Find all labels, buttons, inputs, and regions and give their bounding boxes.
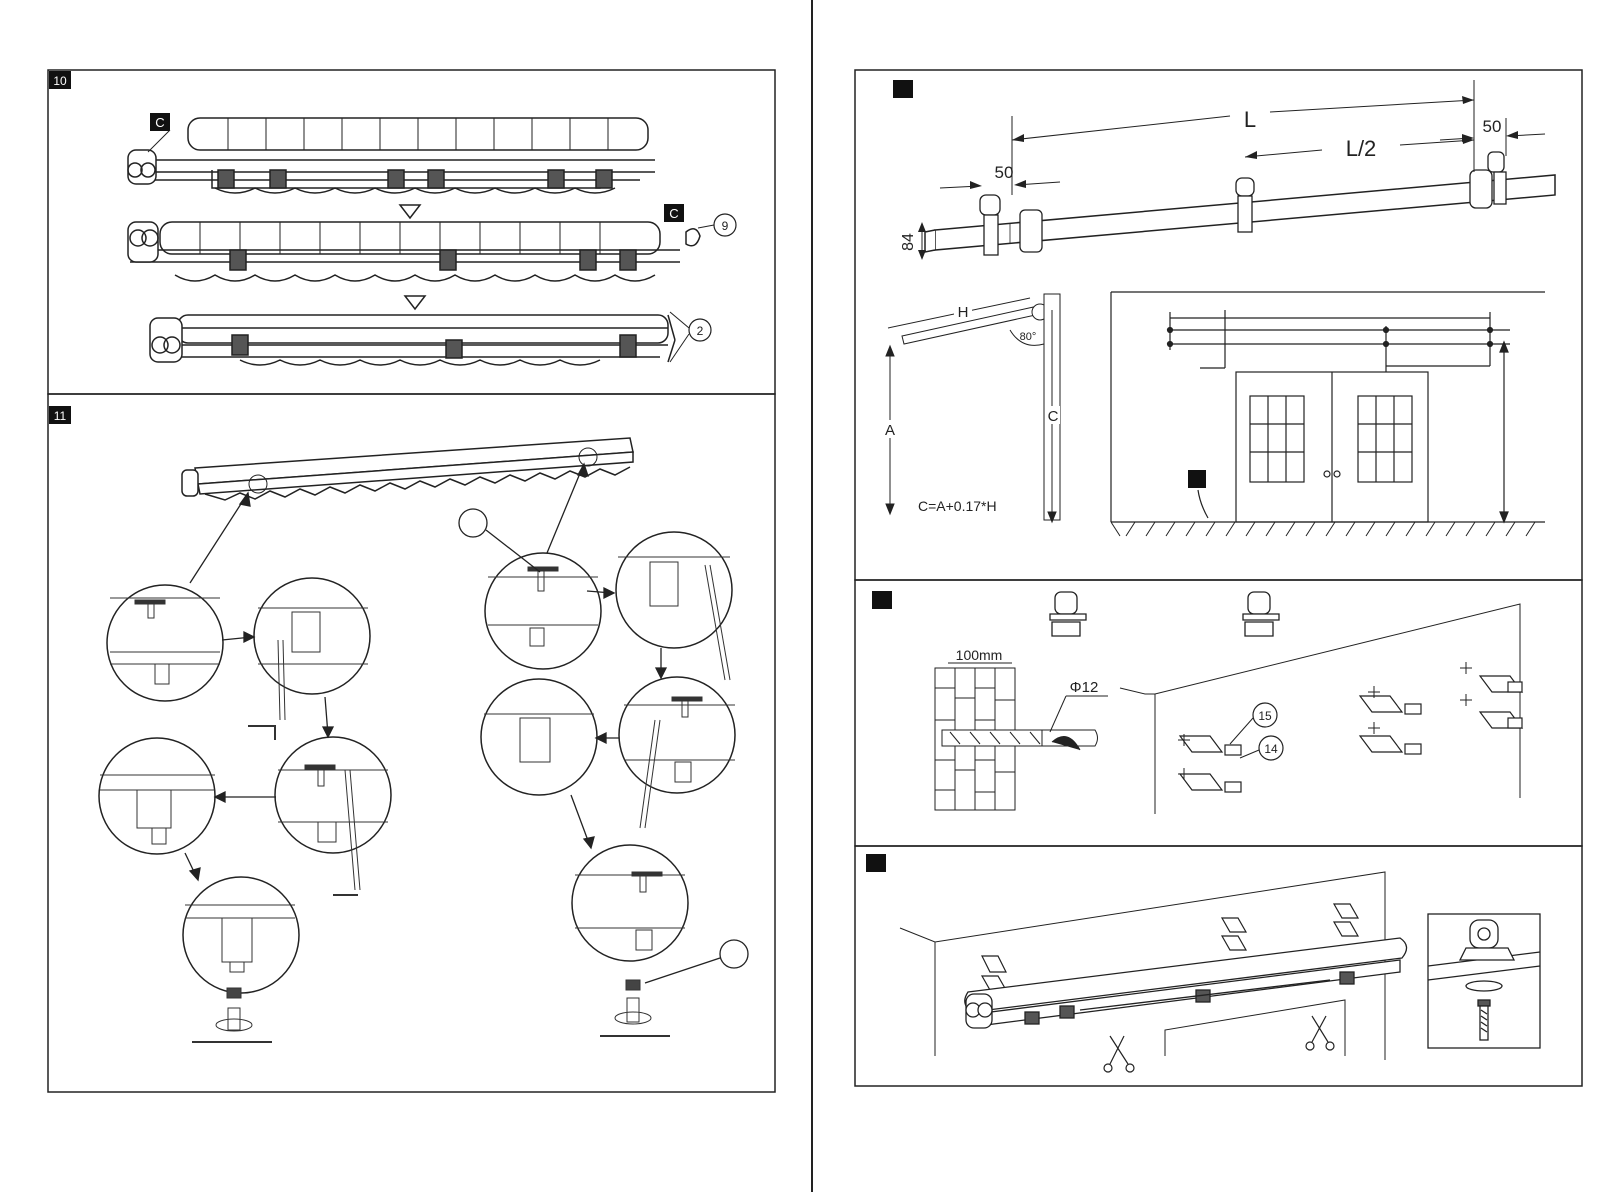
awning-cassette-assembled [182,438,633,500]
part-2-label: 2 [697,324,704,338]
callout-c-middle: C [669,206,678,221]
floor-reference-badge [1188,470,1206,488]
step-11-panel: 11 [48,394,775,1092]
label-angle: 80° [1020,331,1037,343]
step-brackets-panel: L L/2 50 50 84 [855,70,1582,580]
dim-84-arrow-bottom [918,250,926,260]
awning-cassette-2 [128,222,700,281]
dim-50-left-arrow [970,181,982,189]
awning-cassette-3 [150,315,675,365]
dim-L-line-right [1270,100,1474,112]
dim-50-right-arrow-b [1506,131,1518,139]
dim-50-right-label: 50 [1483,117,1502,136]
ref-circle-lower [720,940,748,968]
label-A: A [885,422,895,439]
dim-L-half-arrow-left [1245,151,1257,159]
dim-50-left-label: 50 [995,163,1014,182]
step-drill-badge [872,591,892,609]
dim-L-label: L [1244,107,1256,132]
bracket-right [1470,152,1506,208]
dim-L-arrow-right [1462,96,1474,104]
drill-markers [1178,662,1472,780]
callout-c-top: C [155,115,164,130]
bolt-detail-inset [1428,914,1540,1048]
wall-brackets [1180,676,1522,792]
awning-cassette-1 [128,118,655,193]
wall-perspective [1120,604,1520,814]
down-arrow-1 [400,205,420,218]
dim-phi12-leader [1050,696,1066,732]
mounted-cassette [965,938,1407,1028]
step-drill-panel: 100mm Φ12 15 14 [855,580,1582,846]
dim-84-label: 84 [900,233,917,251]
dim-L-arrow-left [1012,134,1024,142]
down-arrow-2 [405,296,425,309]
step-brackets-badge [893,80,913,98]
height-diagram [886,294,1060,522]
callout-c-top-leader [148,130,170,152]
label-H: H [958,304,969,321]
part-14-leader [1240,750,1259,758]
dim-L-line-left [1012,116,1230,140]
wall-door-diagram [1111,292,1545,536]
part-14-label: 14 [1264,742,1278,756]
bracket-icon-a [1050,592,1086,636]
step-10-panel: 10 C [48,70,775,394]
part-15-leader [1230,718,1253,744]
step-mount-panel [855,846,1582,1086]
part-9-leader [698,225,714,228]
bracket-middle [1236,178,1254,232]
dim-L-half-label: L/2 [1346,136,1377,161]
part-2-leader-a [670,312,689,328]
step-10-number: 10 [53,74,67,88]
part-9-label: 9 [722,219,729,233]
scissors-icons [1104,1016,1334,1072]
label-C: C [1048,408,1059,425]
height-formula: C=A+0.17*H [918,498,997,514]
dim-100mm-label: 100mm [956,647,1003,663]
dim-84-arrow-top [918,222,926,232]
dim-phi12-label: Φ12 [1070,679,1099,696]
step-11-number: 11 [54,409,67,423]
step-mount-badge [866,854,886,872]
part-15-label: 15 [1258,709,1272,723]
step-11-arrows [185,464,666,880]
ref-circle-lower-leader [645,958,720,983]
ref-circle-upper [459,509,487,537]
bracket-icon-b [1243,592,1279,636]
dim-50-left-arrow-b [1014,180,1026,188]
